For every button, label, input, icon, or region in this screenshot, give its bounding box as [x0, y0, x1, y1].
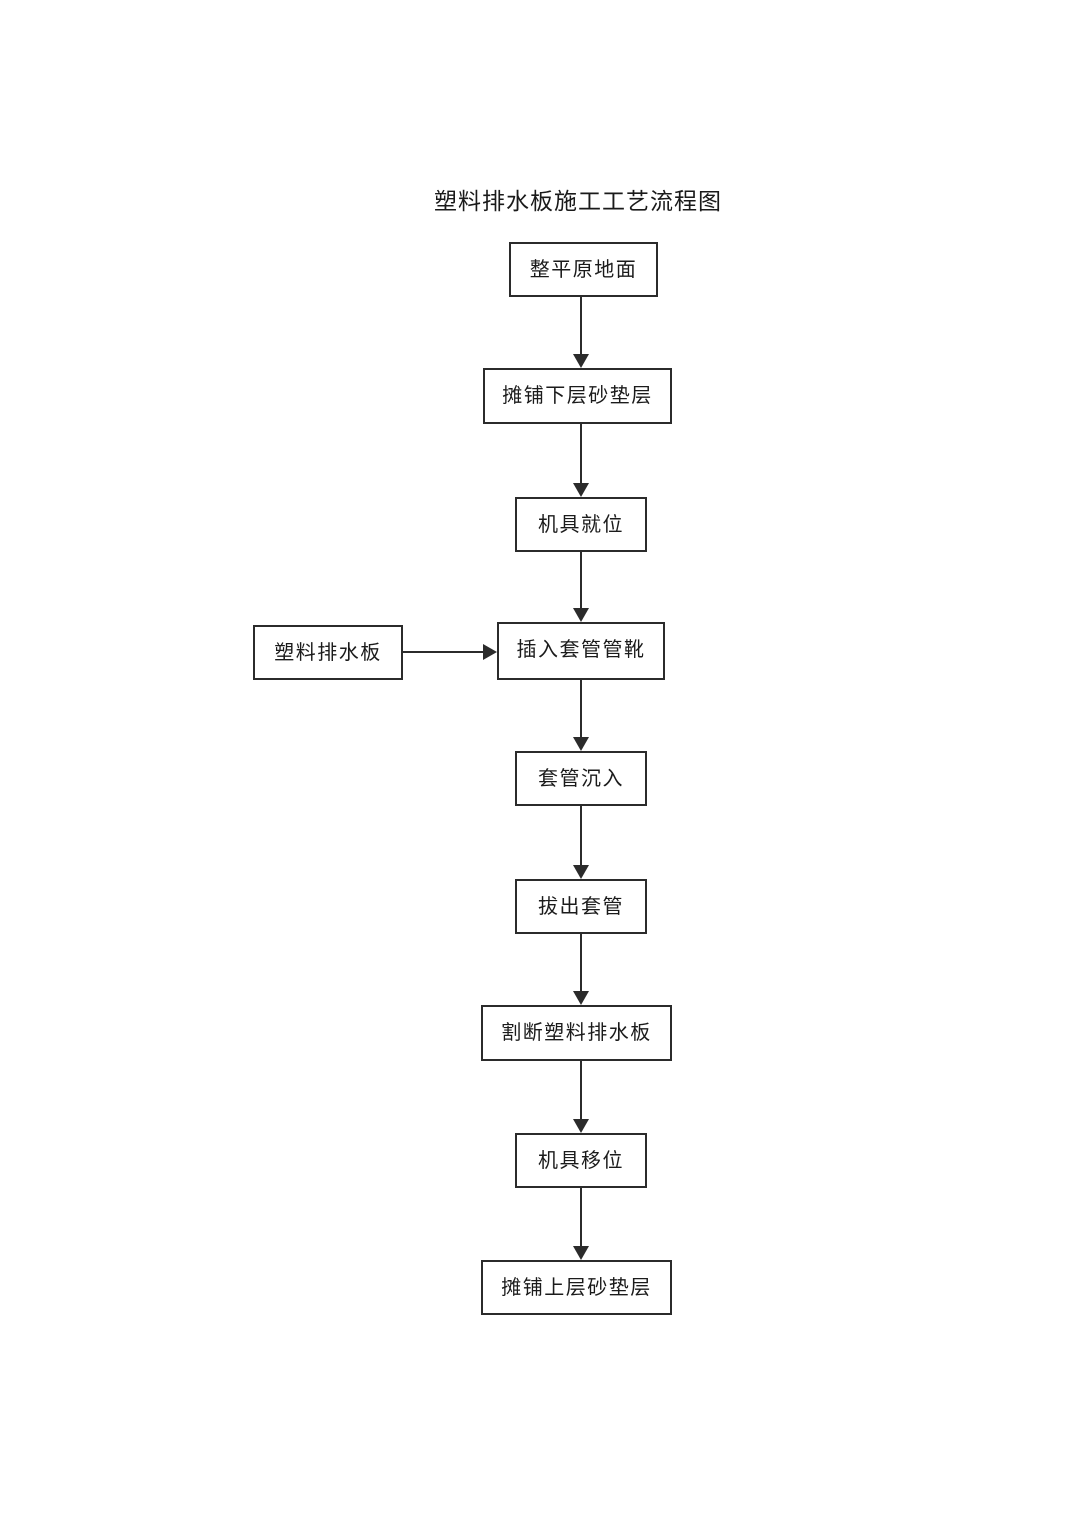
- node-cut-drain-board: 割断塑料排水板: [481, 1005, 672, 1061]
- edge-line-n8-n9: [580, 1188, 582, 1246]
- node-level-ground: 整平原地面: [509, 242, 658, 297]
- edge-line-n4-n5: [580, 680, 582, 737]
- node-label: 摊铺下层砂垫层: [502, 385, 653, 407]
- edge-line-n6-n7: [580, 934, 582, 991]
- node-lower-sand-cushion: 摊铺下层砂垫层: [483, 368, 672, 424]
- edge-line-n5-n6: [580, 806, 582, 865]
- node-label: 整平原地面: [529, 259, 638, 281]
- node-machine-in-place: 机具就位: [515, 497, 647, 552]
- node-casing-sinking: 套管沉入: [515, 751, 647, 806]
- edge-line-s1-n4: [403, 651, 483, 653]
- node-upper-sand-cushion: 摊铺上层砂垫层: [481, 1260, 672, 1315]
- node-insert-casing-shoe: 插入套管管靴: [497, 622, 665, 680]
- page-title-text: 塑料排水板施工工艺流程图: [434, 189, 722, 214]
- edge-arrow-n5-n6: [573, 865, 589, 879]
- edge-arrow-n2-n3: [573, 483, 589, 497]
- edge-arrow-s1-n4: [483, 644, 497, 660]
- node-label: 机具就位: [538, 514, 624, 536]
- edge-line-n3-n4: [580, 552, 582, 608]
- node-label: 塑料排水板: [274, 642, 382, 664]
- node-machine-shift: 机具移位: [515, 1133, 647, 1188]
- node-plastic-drain-board: 塑料排水板: [253, 625, 403, 680]
- edge-line-n7-n8: [580, 1061, 582, 1119]
- node-label: 插入套管管靴: [516, 639, 646, 661]
- node-label: 割断塑料排水板: [501, 1022, 652, 1044]
- edge-arrow-n7-n8: [573, 1119, 589, 1133]
- node-label: 机具移位: [538, 1150, 624, 1172]
- edge-line-n1-n2: [580, 297, 582, 354]
- edge-line-n2-n3: [580, 424, 582, 483]
- edge-arrow-n6-n7: [573, 991, 589, 1005]
- edge-arrow-n1-n2: [573, 354, 589, 368]
- edge-arrow-n4-n5: [573, 737, 589, 751]
- node-pull-out-casing: 拔出套管: [515, 879, 647, 934]
- edge-arrow-n8-n9: [573, 1246, 589, 1260]
- node-label: 拔出套管: [538, 896, 624, 918]
- page-title: 塑料排水板施工工艺流程图: [0, 182, 1080, 216]
- node-label: 摊铺上层砂垫层: [501, 1277, 652, 1299]
- node-label: 套管沉入: [538, 768, 624, 790]
- edge-arrow-n3-n4: [573, 608, 589, 622]
